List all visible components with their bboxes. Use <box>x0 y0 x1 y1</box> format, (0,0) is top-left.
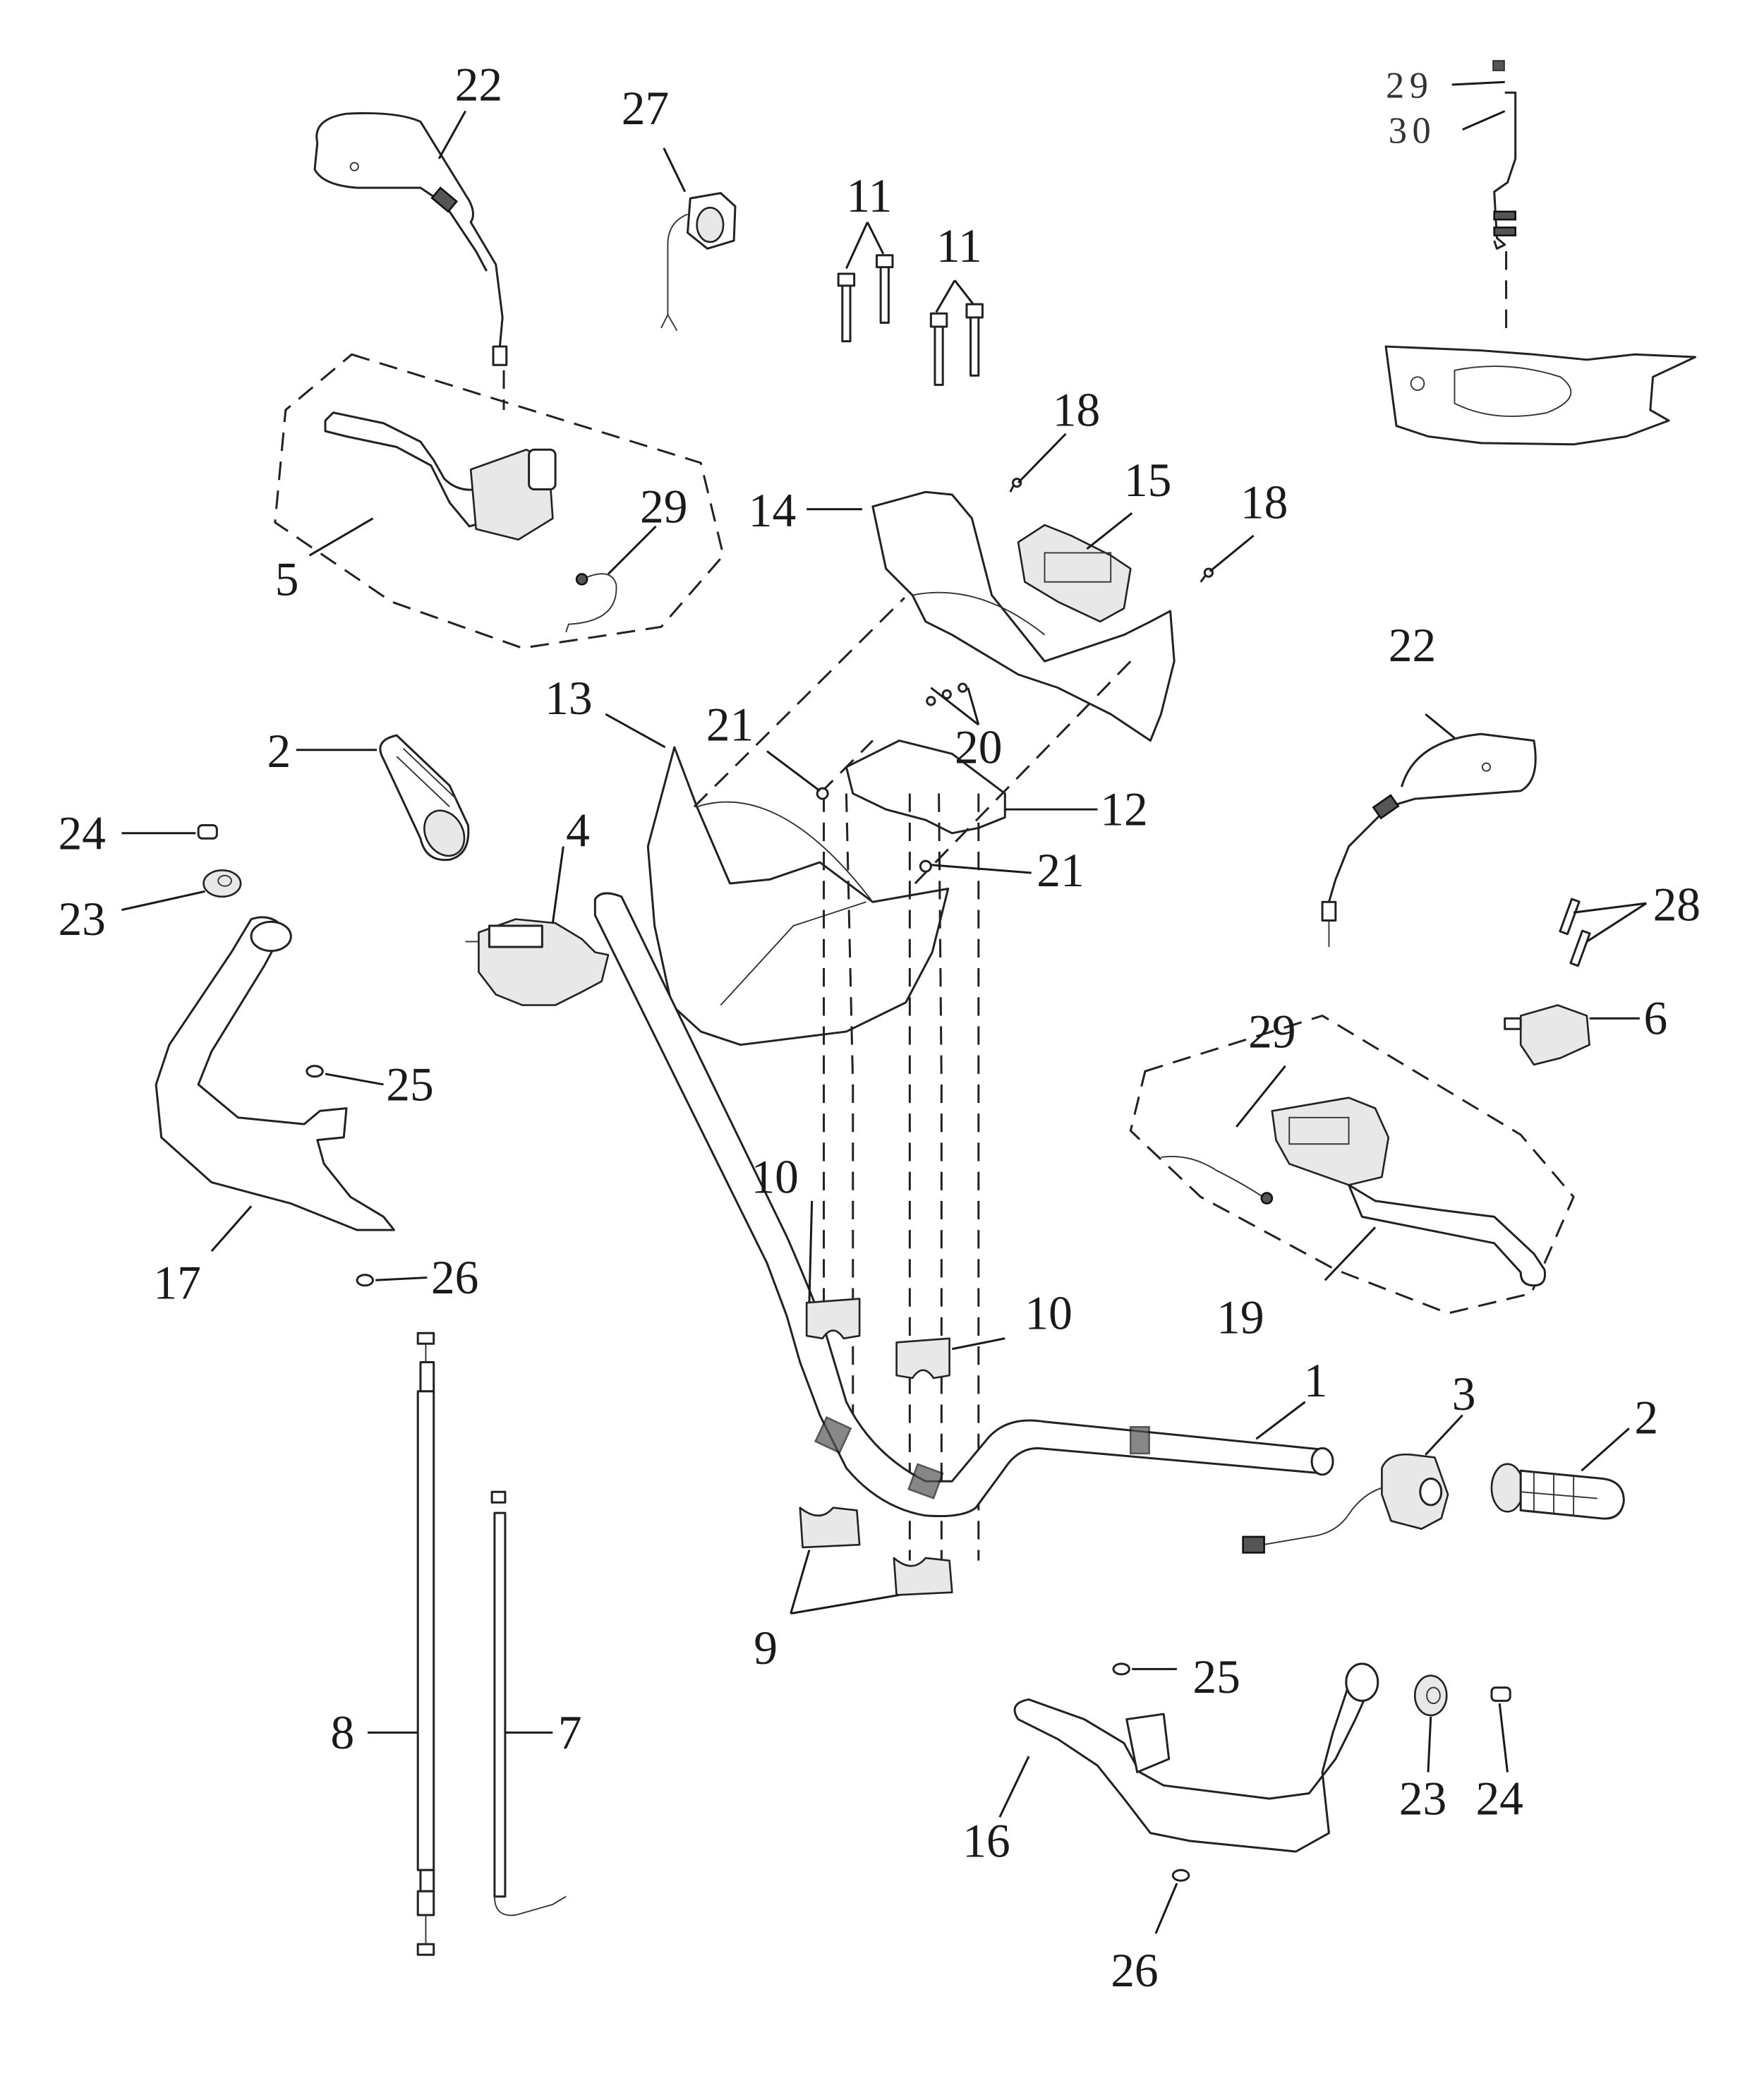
washer-23-right[interactable] <box>1413 1674 1448 1717</box>
grip-right[interactable] <box>1490 1463 1625 1520</box>
upper-clamp-10-left[interactable] <box>805 1298 861 1340</box>
master-unit-4[interactable] <box>465 918 610 1006</box>
callout-26-left: 26 <box>431 1251 478 1304</box>
screw-18-b[interactable] <box>1200 567 1214 583</box>
callout-25-left: 25 <box>386 1058 433 1111</box>
washer-25-left[interactable] <box>306 1065 324 1078</box>
callout-8: 8 <box>331 1706 355 1759</box>
bolt-24-left[interactable] <box>197 824 218 840</box>
callout-29-right: 29 <box>1248 1005 1295 1058</box>
lower-clamp-9-right[interactable] <box>893 1557 953 1596</box>
callout-11-b: 11 <box>936 219 982 272</box>
lever-assembly-right-19[interactable] <box>1129 1014 1575 1315</box>
upper-clamp-10-right[interactable] <box>895 1337 950 1379</box>
washer-23-left[interactable] <box>203 869 242 898</box>
hand-guard-right-16[interactable] <box>1013 1662 1379 1853</box>
front-cover-13[interactable] <box>646 746 950 1046</box>
callout-29-left: 29 <box>640 480 687 533</box>
callout-labels: 22 27 11 11 5 29 14 18 15 18 20 13 21 12… <box>58 58 1700 1997</box>
nut-26-right[interactable] <box>1171 1868 1190 1882</box>
screws-20[interactable] <box>926 682 968 706</box>
bolts-11[interactable] <box>837 254 984 386</box>
callout-7: 7 <box>558 1706 582 1759</box>
mirror-right[interactable] <box>1321 732 1537 947</box>
callout-25-right: 25 <box>1192 1650 1240 1703</box>
callout-24-right: 24 <box>1475 1773 1523 1825</box>
lower-clamp-9-left[interactable] <box>799 1507 861 1549</box>
screw-21-b[interactable] <box>919 859 932 873</box>
callout-10-right: 10 <box>1025 1287 1072 1340</box>
callout-18-a: 18 <box>1053 384 1100 437</box>
callout-2-right: 2 <box>1634 1391 1658 1444</box>
switch-left-27[interactable] <box>660 192 737 332</box>
callout-14: 14 <box>749 484 796 537</box>
bolt-24-right[interactable] <box>1490 1686 1511 1702</box>
callout-5: 5 <box>275 553 299 605</box>
inset-switch-29-30[interactable] <box>1384 60 1697 446</box>
callout-26-right: 26 <box>1111 1944 1158 1997</box>
callout-18-b: 18 <box>1240 476 1288 529</box>
meter-15[interactable] <box>1017 524 1132 623</box>
callout-28: 28 <box>1653 878 1700 931</box>
callout-24-left: 24 <box>58 807 105 859</box>
callout-23-right: 23 <box>1399 1773 1446 1825</box>
callout-15: 15 <box>1124 454 1171 507</box>
assembly-guides <box>693 597 1132 1561</box>
callout-9: 9 <box>754 1622 778 1674</box>
callout-6: 6 <box>1643 992 1667 1045</box>
switch-right-3[interactable] <box>1242 1453 1449 1554</box>
callout-12: 12 <box>1100 783 1147 836</box>
callout-17: 17 <box>153 1257 200 1310</box>
callout-21-a: 21 <box>706 699 754 751</box>
handlebar-1[interactable] <box>593 892 1334 1518</box>
washer-25-right[interactable] <box>1112 1662 1130 1676</box>
cable-7[interactable] <box>490 1490 567 1916</box>
callout-30: 30 <box>1389 110 1436 151</box>
callout-4: 4 <box>566 804 590 857</box>
callout-29-inset: 29 <box>1386 66 1433 107</box>
callout-2-left: 2 <box>267 725 291 778</box>
callout-23-left: 23 <box>58 893 105 946</box>
callout-16: 16 <box>962 1814 1010 1867</box>
lever-assembly-left-5[interactable] <box>274 353 725 649</box>
callout-22-right: 22 <box>1389 619 1436 672</box>
callout-21-b: 21 <box>1037 844 1084 897</box>
callout-3: 3 <box>1452 1367 1476 1420</box>
lever-bracket-6[interactable] <box>1504 1004 1590 1066</box>
callout-1: 1 <box>1304 1354 1328 1407</box>
bolts-28[interactable] <box>1559 898 1591 967</box>
cable-8[interactable] <box>416 1332 435 1956</box>
mirror-left[interactable] <box>313 111 508 411</box>
callout-27: 27 <box>622 82 669 135</box>
callout-10-left: 10 <box>751 1151 798 1204</box>
callout-22-left: 22 <box>455 58 502 111</box>
leader-lines <box>121 80 1648 1934</box>
callout-20: 20 <box>955 720 1002 773</box>
nut-26-left[interactable] <box>356 1274 374 1287</box>
callout-19: 19 <box>1216 1291 1264 1344</box>
callout-13: 13 <box>545 672 592 725</box>
grip-left[interactable] <box>379 734 472 863</box>
hand-guard-left-17[interactable] <box>155 916 395 1231</box>
callout-11-a: 11 <box>846 169 892 222</box>
rear-cover-14[interactable] <box>871 490 1176 742</box>
